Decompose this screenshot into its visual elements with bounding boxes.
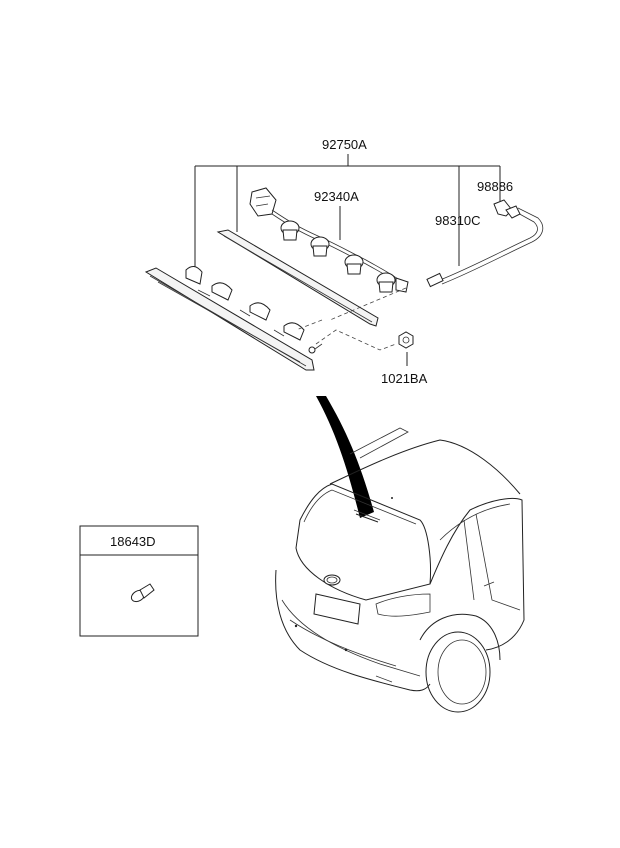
washer-hose (426, 207, 544, 288)
vehicle-rear-illustration (275, 427, 525, 713)
leader-lines (194, 154, 501, 366)
label-98886: 98886 (477, 179, 513, 194)
label-98310C: 98310C (435, 213, 481, 228)
label-92750A: 92750A (322, 137, 367, 152)
label-92340A: 92340A (314, 189, 359, 204)
wiring-harness-with-bulbs (249, 187, 409, 293)
hose-connector (493, 199, 521, 219)
bulb-18643D-box: 18643D (79, 525, 199, 637)
label-1021BA: 1021BA (381, 371, 428, 386)
label-18643D: 18643D (110, 534, 156, 549)
lamp-lens-bar (216, 229, 379, 327)
high-mount-stop-lamp-housing (144, 266, 323, 371)
location-pointer (316, 396, 374, 518)
assembly-guide-lines (295, 287, 407, 351)
bulb-icon (130, 583, 155, 603)
nut-1021BA (398, 331, 414, 349)
